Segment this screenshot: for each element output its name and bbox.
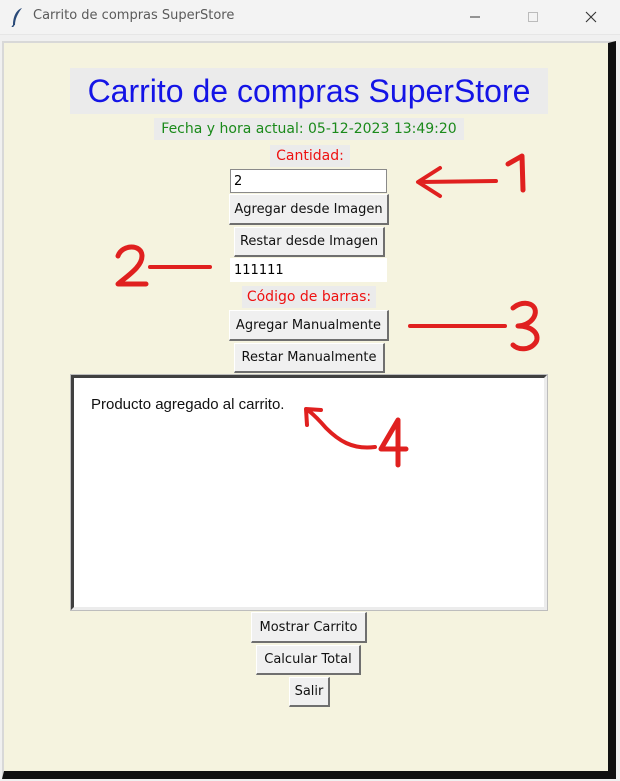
app-heading: Carrito de compras SuperStore <box>70 68 548 114</box>
add-from-image-button[interactable]: Agregar desde Imagen <box>229 194 389 225</box>
calculate-total-button[interactable]: Calcular Total <box>256 645 361 675</box>
feather-icon <box>11 8 22 27</box>
minimize-button[interactable] <box>452 0 498 34</box>
remove-manual-button[interactable]: Restar Manualmente <box>234 343 385 373</box>
minimize-icon <box>470 16 480 18</box>
maximize-icon <box>528 12 538 22</box>
exit-button[interactable]: Salir <box>289 677 330 707</box>
window-titlebar: Carrito de compras SuperStore <box>0 0 620 35</box>
show-cart-button[interactable]: Mostrar Carrito <box>251 612 367 643</box>
window-title: Carrito de compras SuperStore <box>33 8 235 23</box>
output-text: Producto agregado al carrito. <box>91 396 285 413</box>
add-manual-button[interactable]: Agregar Manualmente <box>229 310 389 341</box>
barcode-label: Código de barras: <box>242 286 376 308</box>
output-textarea[interactable]: Producto agregado al carrito. <box>70 374 548 611</box>
barcode-input[interactable] <box>230 258 387 282</box>
close-icon <box>585 11 597 23</box>
remove-from-image-button[interactable]: Restar desde Imagen <box>234 227 385 257</box>
close-button[interactable] <box>568 0 614 34</box>
quantity-label: Cantidad: <box>270 145 350 167</box>
quantity-input[interactable] <box>230 169 387 193</box>
datetime-label: Fecha y hora actual: 05-12-2023 13:49:20 <box>154 118 464 140</box>
maximize-button[interactable] <box>510 0 556 34</box>
